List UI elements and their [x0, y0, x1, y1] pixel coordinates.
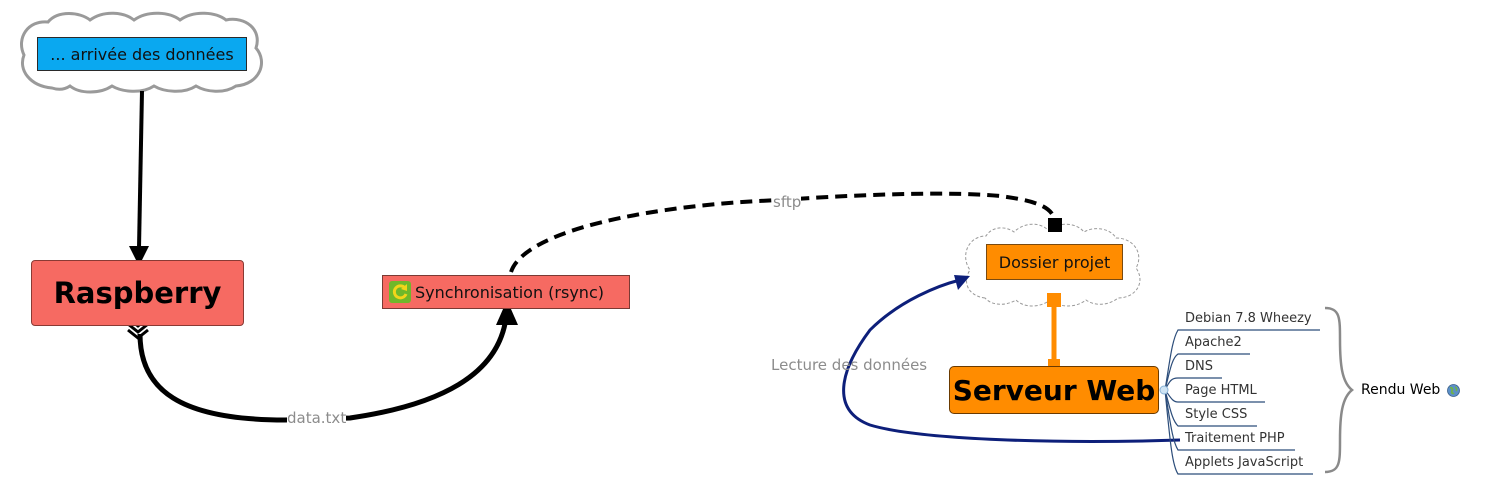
arrowhead-raspberry — [129, 246, 149, 266]
label-sftp: sftp — [773, 193, 802, 211]
node-synchronisation[interactable]: Synchronisation (rsync) — [382, 275, 630, 309]
child-topic-dns[interactable]: DNS — [1185, 359, 1213, 374]
node-dossier-label: Dossier projet — [998, 252, 1111, 272]
node-dossier-projet[interactable]: Dossier projet — [986, 244, 1123, 280]
link-raspberry-sync — [137, 317, 509, 423]
globe-icon — [1447, 383, 1461, 397]
collapse-toggle-icon[interactable] — [1159, 385, 1169, 395]
square-marker-orange-top — [1047, 293, 1061, 307]
child-topic-page-html[interactable]: Page HTML — [1185, 383, 1257, 398]
children-branches — [1164, 329, 1320, 475]
child-topic-applets-javascript[interactable]: Applets JavaScript — [1185, 455, 1304, 470]
link-arrivee-raspberry — [137, 90, 144, 249]
child-topic-style-css[interactable]: Style CSS — [1185, 407, 1248, 422]
square-marker-dossier — [1048, 218, 1062, 232]
refresh-icon — [389, 281, 411, 303]
child-topic-apache2[interactable]: Apache2 — [1185, 335, 1242, 350]
summary-brace — [1324, 306, 1354, 474]
link-sync-dossier — [509, 191, 1056, 273]
child-topic-debian[interactable]: Debian 7.8 Wheezy — [1185, 311, 1312, 326]
link-lecture — [842, 278, 1181, 443]
node-arrivee-donnees[interactable]: ... arrivée des données — [37, 37, 247, 71]
summary-label: Rendu Web — [1361, 382, 1441, 398]
node-raspberry-label: Raspberry — [53, 276, 222, 310]
summary-rendu-web[interactable]: Rendu Web — [1361, 382, 1461, 398]
node-synchronisation-label: Synchronisation (rsync) — [415, 282, 604, 302]
node-arrivee-label: ... arrivée des données — [50, 44, 234, 64]
chevron-marker-raspberry-2 — [127, 322, 149, 334]
square-marker-orange-bottom — [1048, 359, 1060, 369]
child-topic-traitement-php[interactable]: Traitement PHP — [1185, 431, 1285, 446]
node-serveur-web[interactable]: Serveur Web — [949, 366, 1159, 414]
label-lecture-donnees: Lecture des données — [771, 356, 928, 374]
arrowhead-sync — [496, 300, 518, 325]
node-serveur-label: Serveur Web — [952, 373, 1156, 407]
label-data-txt: data.txt — [287, 409, 347, 427]
arrowhead-lecture — [954, 275, 970, 290]
node-raspberry[interactable]: Raspberry — [31, 260, 244, 326]
chevron-marker-raspberry-3 — [127, 328, 149, 340]
